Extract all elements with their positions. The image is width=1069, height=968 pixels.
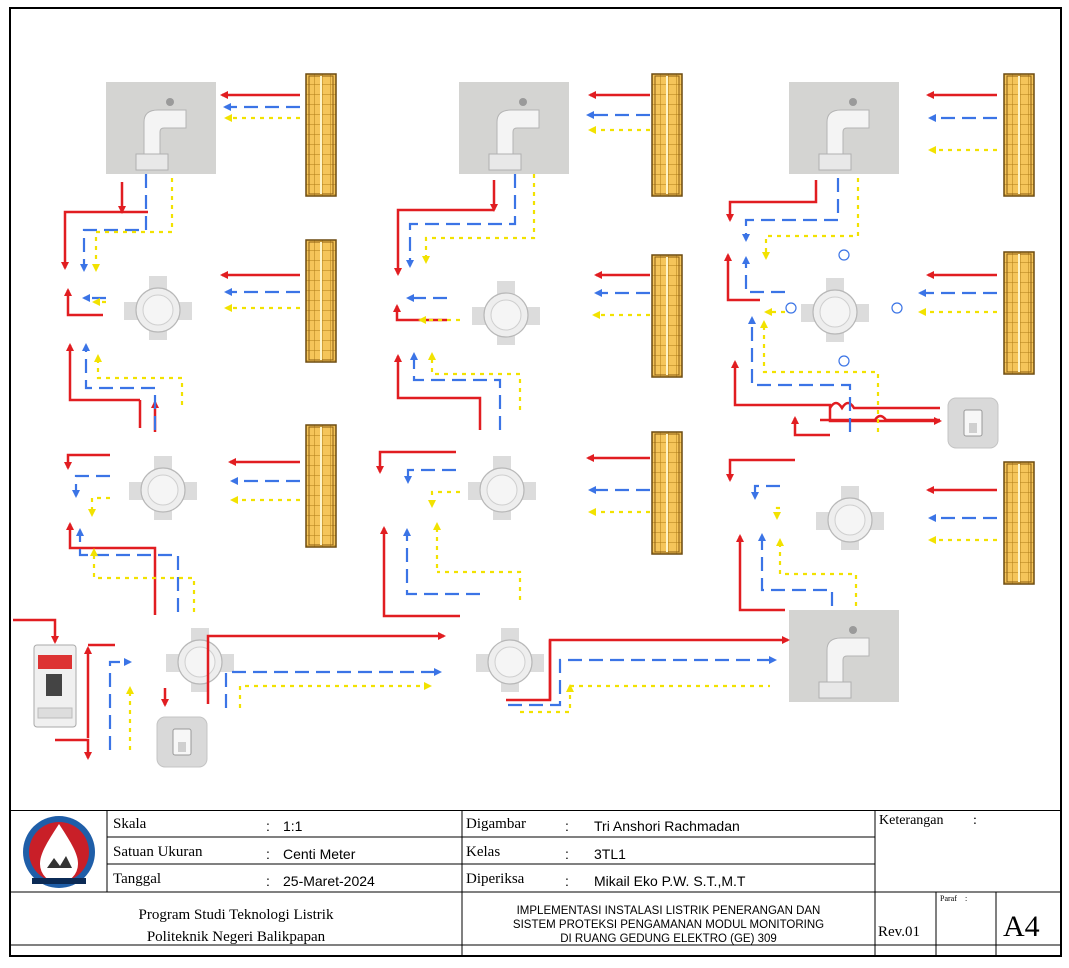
notes-colon: : bbox=[973, 813, 977, 828]
unit-colon: : bbox=[266, 846, 270, 862]
elbow-box-icon bbox=[458, 81, 570, 175]
junction-box-icon bbox=[112, 439, 214, 533]
university-logo-icon bbox=[23, 816, 95, 888]
lamp-fixture-icon bbox=[651, 73, 683, 197]
wall-switch-icon bbox=[947, 397, 999, 449]
program-name: Program Studi Teknologi Listrik Politekn… bbox=[10, 904, 462, 948]
paraf-label: Paraf bbox=[940, 894, 957, 903]
date-label: Tanggal bbox=[113, 871, 162, 887]
date-colon: : bbox=[266, 873, 270, 889]
lamp-fixture-icon bbox=[1003, 73, 1035, 197]
junction-box-icon bbox=[784, 261, 886, 355]
elbow-box-icon bbox=[788, 609, 900, 703]
project-title: IMPLEMENTASI INSTALASI LISTRIK PENERANGA… bbox=[462, 904, 875, 946]
drawn-label: Digambar bbox=[466, 816, 526, 832]
class-colon: : bbox=[565, 846, 569, 862]
paper-size: A4 bbox=[1003, 910, 1040, 943]
mcb-breaker-icon bbox=[33, 644, 77, 728]
unit-value: Centi Meter bbox=[283, 846, 356, 862]
title-block: Skala : 1:1 Satuan Ukuran : Centi Meter … bbox=[10, 810, 1061, 956]
lamp-fixture-icon bbox=[305, 239, 337, 363]
project-title-line-2: SISTEM PROTEKSI PENGAMANAN MODUL MONITOR… bbox=[512, 919, 825, 931]
junction-box-icon bbox=[451, 439, 553, 533]
program-line-2: Politeknik Negeri Balikpapan bbox=[146, 929, 326, 945]
notes-label: Keterangan bbox=[879, 813, 944, 828]
junction-box-icon bbox=[459, 611, 561, 705]
class-value: 3TL1 bbox=[594, 846, 626, 862]
class-label: Kelas bbox=[466, 844, 501, 860]
program-line-1: Program Studi Teknologi Listrik bbox=[138, 907, 334, 923]
junction-box-icon bbox=[107, 259, 209, 353]
wall-switch-icon bbox=[156, 716, 208, 768]
lamp-fixture-icon bbox=[1003, 461, 1035, 585]
lamp-fixture-icon bbox=[305, 73, 337, 197]
scale-colon: : bbox=[266, 818, 270, 834]
scale-label: Skala bbox=[113, 816, 147, 832]
paraf-colon: : bbox=[965, 894, 968, 903]
elbow-box-icon bbox=[788, 81, 900, 175]
title-block-grid bbox=[10, 810, 1061, 956]
scale-value: 1:1 bbox=[283, 818, 303, 834]
revision-label: Rev.01 bbox=[878, 924, 920, 940]
junction-box-icon bbox=[455, 264, 557, 358]
drawn-value: Tri Anshori Rachmadan bbox=[594, 818, 740, 834]
lamp-fixture-icon bbox=[651, 254, 683, 378]
project-title-line-1: IMPLEMENTASI INSTALASI LISTRIK PENERANGA… bbox=[516, 905, 821, 917]
unit-label: Satuan Ukuran bbox=[113, 844, 203, 860]
checked-label: Diperiksa bbox=[466, 871, 525, 887]
drawn-colon: : bbox=[565, 818, 569, 834]
date-value: 25-Maret-2024 bbox=[283, 873, 375, 889]
checked-value: Mikail Eko P.W. S.T.,M.T bbox=[594, 873, 746, 889]
checked-colon: : bbox=[565, 873, 569, 889]
lamp-fixture-icon bbox=[651, 431, 683, 555]
project-title-line-3: DI RUANG GEDUNG ELEKTRO (GE) 309 bbox=[560, 933, 777, 945]
lamp-fixture-icon bbox=[305, 424, 337, 548]
elbow-box-icon bbox=[105, 81, 217, 175]
lamp-fixture-icon bbox=[1003, 251, 1035, 375]
junction-box-icon bbox=[799, 469, 901, 563]
